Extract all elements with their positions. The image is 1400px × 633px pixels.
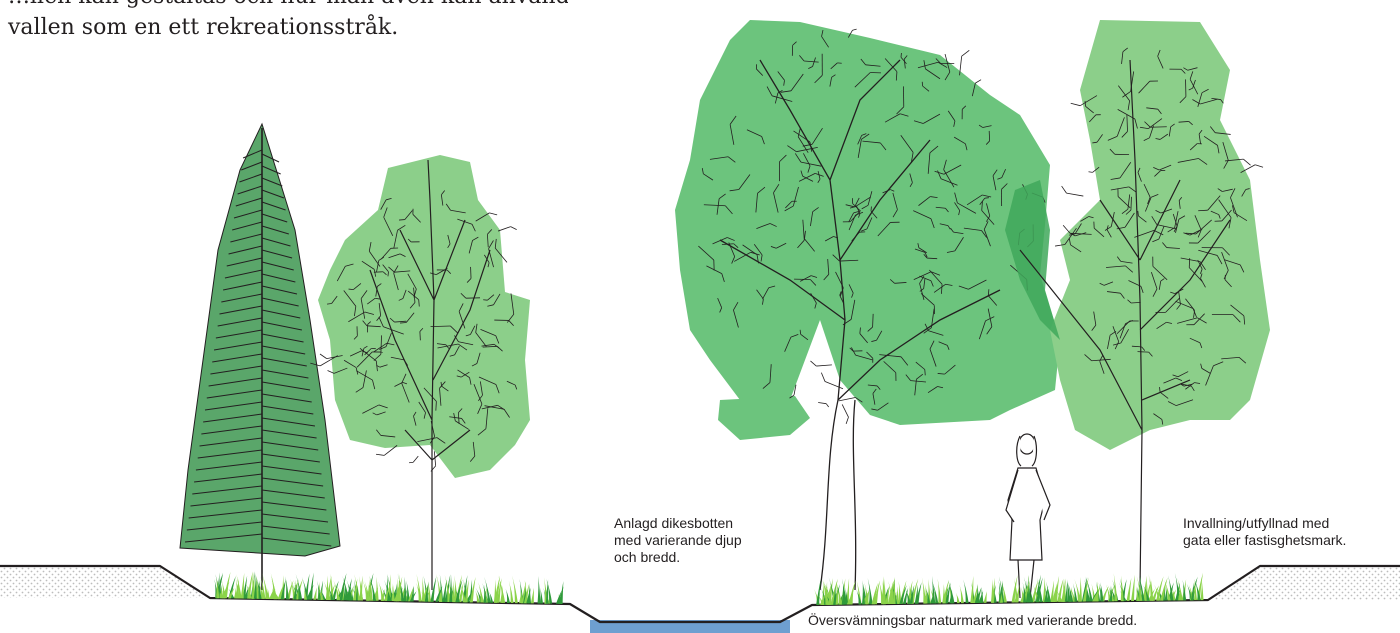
floodplain-label: Översvämningsbar naturmark med varierand… — [808, 612, 1137, 629]
grass — [214, 571, 1203, 605]
left-bank-dots — [0, 566, 210, 598]
right-bank-dots — [1208, 566, 1400, 600]
oak-tree-icon — [675, 20, 1060, 590]
embankment-label: Invallning/utfyllnad med gata eller fast… — [1183, 515, 1400, 549]
birch-tree-icon — [310, 155, 530, 590]
ditch-bottom-label: Anlagd dikesbotten med varierande djup o… — [614, 515, 784, 566]
person-icon — [1006, 434, 1050, 598]
spruce-tree-icon — [180, 124, 340, 590]
